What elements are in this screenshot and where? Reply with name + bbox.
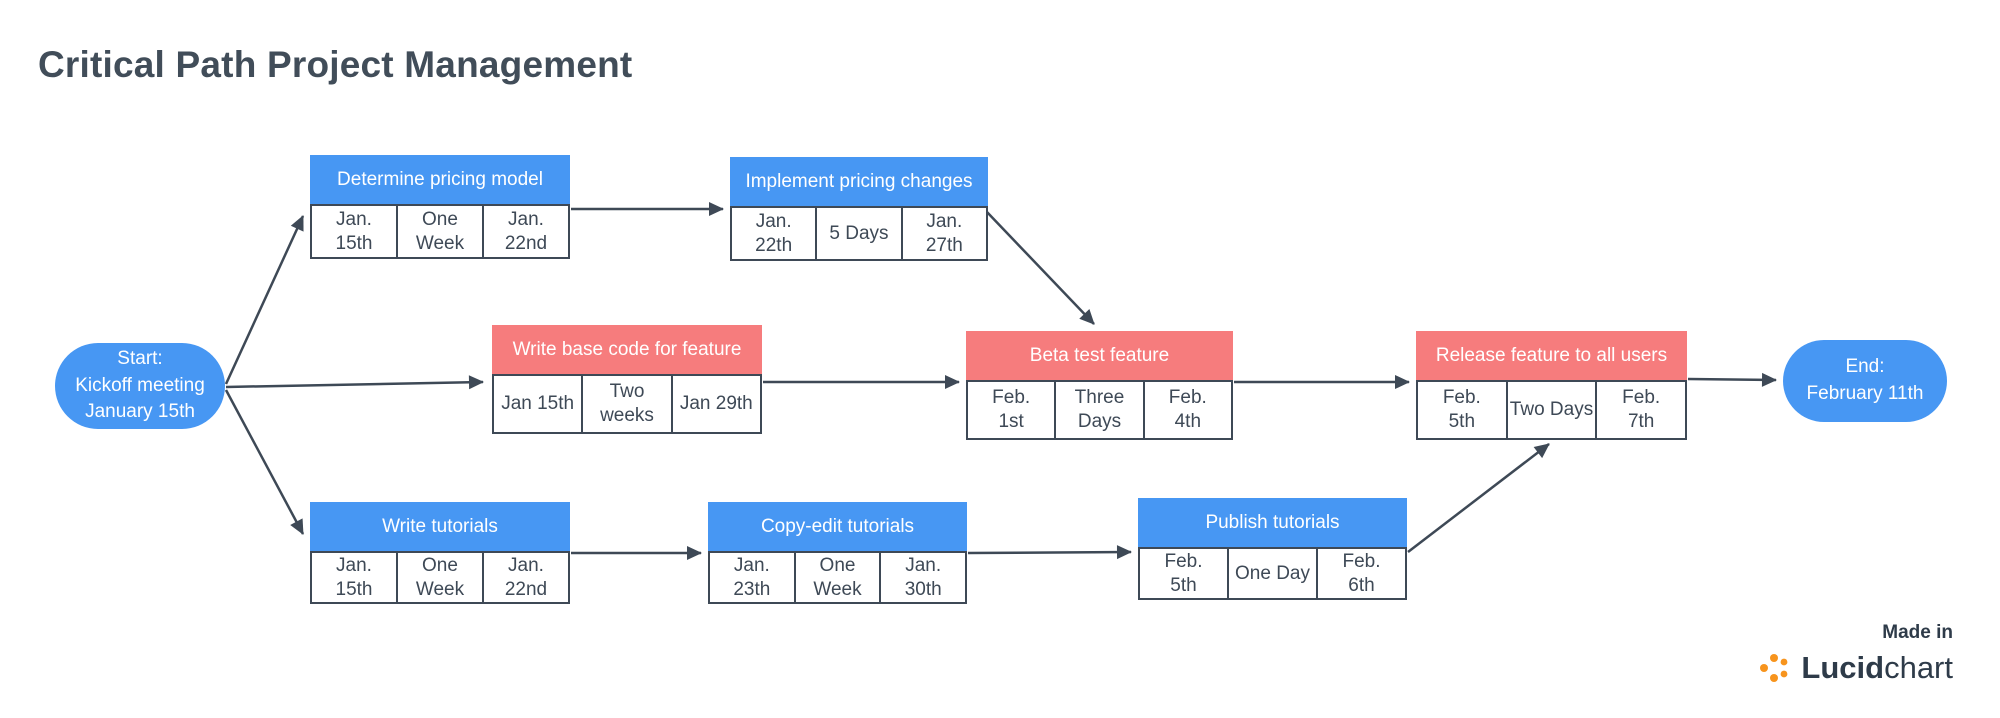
- cell-start-date: Jan. 15th: [335, 554, 373, 600]
- cell-end-date: Feb. 7th: [1595, 382, 1685, 438]
- cell-start-date: Feb. 5th: [1442, 387, 1481, 432]
- task-name: Release feature to all users: [1416, 331, 1687, 380]
- connector-copy-edit-to-publish: [967, 545, 1132, 560]
- end-node-label: End: February 11th: [1806, 356, 1924, 404]
- cell-duration: One Week: [793, 553, 880, 602]
- cell-start-date: Feb. 5th: [1164, 550, 1203, 596]
- brand-word-lucid: Lucid: [1801, 650, 1885, 685]
- task-name: Write base code for feature: [492, 325, 762, 374]
- cell-end-date: Jan. 22nd: [482, 206, 568, 257]
- start-node-label: Start: Kickoff meeting January 15th: [75, 348, 205, 423]
- lucid-mark-icon: [1760, 654, 1788, 682]
- cell-end-date: Jan. 30th: [879, 553, 965, 602]
- task-box-beta-test-feature: Beta test feature Feb. 1st Three Days Fe…: [966, 331, 1233, 440]
- connector-start-to-determine-pricing: [224, 215, 305, 385]
- cell-duration: One Week: [396, 553, 482, 602]
- cell-duration: 5 Days: [815, 208, 900, 259]
- cell-end-date: Jan 29th: [670, 376, 760, 432]
- task-box-publish-tutorials: Publish tutorials Feb. 5th One Day Feb. …: [1138, 498, 1407, 600]
- cell-start-date: Jan. 22th: [755, 210, 793, 256]
- connector-start-to-write-tutorials: [224, 389, 305, 535]
- task-box-write-tutorials: Write tutorials Jan. 15th One Week Jan. …: [310, 502, 570, 604]
- made-in-label: Made in: [1882, 622, 1953, 643]
- page-title: Critical Path Project Management: [38, 44, 633, 85]
- task-detail-table: Feb. 5th One Day Feb. 6th: [1138, 547, 1407, 600]
- cell-end-date: Jan. 22nd: [482, 553, 568, 602]
- cell-start-date: Feb. 1st: [992, 387, 1031, 432]
- task-box-implement-pricing-changes: Implement pricing changes Jan. 22th 5 Da…: [730, 157, 988, 261]
- cell-duration: Two weeks: [581, 376, 670, 432]
- end-node: End: February 11th: [1783, 340, 1947, 422]
- task-name: Beta test feature: [966, 331, 1233, 380]
- connector-publish-to-release: [1407, 443, 1550, 553]
- task-detail-table: Feb. 5th Two Days Feb. 7th: [1416, 380, 1687, 440]
- connector-implement-to-beta-test: [985, 210, 1095, 325]
- task-name: Write tutorials: [310, 502, 570, 551]
- task-detail-table: Jan. 23th One Week Jan. 30th: [708, 551, 967, 604]
- brand-word-chart: chart: [1884, 650, 1953, 685]
- cell-start-date: Jan. 23th: [733, 554, 771, 600]
- cell-duration: Two Days: [1505, 382, 1596, 438]
- task-name: Copy-edit tutorials: [708, 502, 967, 551]
- task-box-write-base-code: Write base code for feature Jan 15th Two…: [492, 325, 762, 434]
- connector-start-to-write-base-code: [225, 375, 484, 390]
- start-node: Start: Kickoff meeting January 15th: [55, 343, 225, 429]
- task-name: Publish tutorials: [1138, 498, 1407, 547]
- cell-end-date: Feb. 4th: [1142, 382, 1231, 438]
- task-detail-table: Feb. 1st Three Days Feb. 4th: [966, 380, 1233, 440]
- cell-start-date: Jan 15th: [501, 393, 575, 415]
- task-detail-table: Jan. 15th One Week Jan. 22nd: [310, 204, 570, 259]
- cell-end-date: Jan. 27th: [900, 208, 986, 259]
- task-name: Implement pricing changes: [730, 157, 988, 206]
- connector-release-to-end: [1687, 372, 1777, 387]
- task-box-copy-edit-tutorials: Copy-edit tutorials Jan. 23th One Week J…: [708, 502, 967, 604]
- task-detail-table: Jan. 15th One Week Jan. 22nd: [310, 551, 570, 604]
- cell-duration: Three Days: [1054, 382, 1142, 438]
- task-box-determine-pricing-model: Determine pricing model Jan. 15th One We…: [310, 155, 570, 259]
- cell-duration: One Week: [396, 206, 482, 257]
- task-name: Determine pricing model: [310, 155, 570, 204]
- lucidchart-logo: Lucidchart: [1759, 650, 1953, 686]
- cell-start-date: Jan. 15th: [335, 208, 373, 254]
- cell-end-date: Feb. 6th: [1316, 549, 1405, 598]
- task-detail-table: Jan 15th Two weeks Jan 29th: [492, 374, 762, 434]
- cell-duration: One Day: [1227, 549, 1316, 598]
- task-box-release-feature: Release feature to all users Feb. 5th Tw…: [1416, 331, 1687, 440]
- task-detail-table: Jan. 22th 5 Days Jan. 27th: [730, 206, 988, 261]
- brand-word: Lucidchart: [1801, 650, 1953, 686]
- branding-footer: Made in Lucidchart: [1759, 622, 1953, 686]
